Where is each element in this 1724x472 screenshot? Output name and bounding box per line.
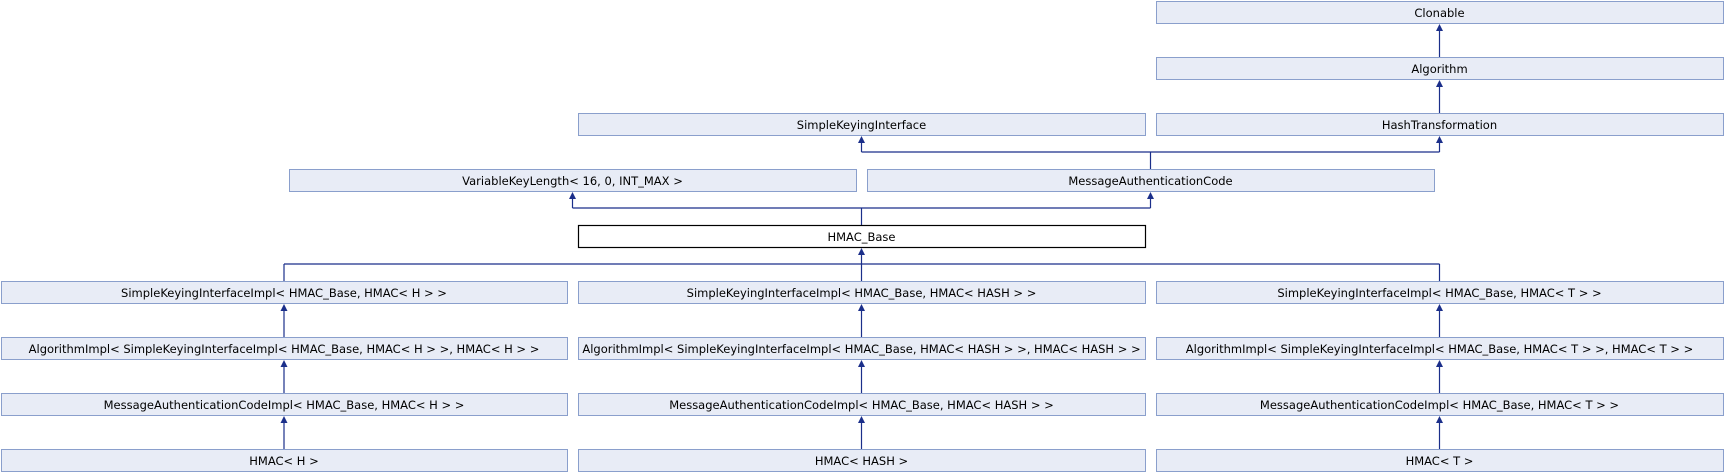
class-box	[1, 281, 568, 304]
class-node-algimpl-h[interactable]: AlgorithmImpl< SimpleKeyingInterfaceImpl…	[1, 337, 568, 360]
edge-arrowhead	[1436, 136, 1443, 143]
class-label: AlgorithmImpl< SimpleKeyingInterfaceImpl…	[582, 342, 1140, 356]
class-label: Clonable	[1414, 6, 1464, 20]
class-box	[1, 393, 568, 416]
class-node-hashtrans[interactable]: HashTransformation	[1156, 113, 1724, 136]
edge-arrowhead	[1147, 192, 1154, 199]
class-box	[578, 393, 1146, 416]
class-node-skiimpl-h[interactable]: SimpleKeyingInterfaceImpl< HMAC_Base, HM…	[1, 281, 568, 304]
class-node-clonable[interactable]: Clonable	[1156, 1, 1724, 24]
class-label: MessageAuthenticationCodeImpl< HMAC_Base…	[669, 398, 1054, 412]
class-node-macimpl-h[interactable]: MessageAuthenticationCodeImpl< HMAC_Base…	[1, 393, 568, 416]
class-node-algimpl-hash[interactable]: AlgorithmImpl< SimpleKeyingInterfaceImpl…	[578, 337, 1146, 360]
class-label: MessageAuthenticationCodeImpl< HMAC_Base…	[1260, 398, 1619, 412]
class-node-hmac-hash[interactable]: HMAC< HASH >	[578, 449, 1146, 472]
class-label: VariableKeyLength< 16, 0, INT_MAX >	[462, 174, 683, 188]
edge-arrowhead	[280, 416, 288, 423]
class-node-skiimpl-t[interactable]: SimpleKeyingInterfaceImpl< HMAC_Base, HM…	[1156, 281, 1724, 304]
edge-arrowhead	[858, 360, 865, 367]
edge-arrowhead	[280, 360, 288, 367]
edge-arrowhead	[858, 416, 865, 423]
edge-arrowhead	[280, 304, 288, 311]
class-label: MessageAuthenticationCode	[1068, 174, 1232, 188]
class-node-mac[interactable]: MessageAuthenticationCode	[867, 169, 1435, 192]
class-node-skiimpl-hash[interactable]: SimpleKeyingInterfaceImpl< HMAC_Base, HM…	[578, 281, 1146, 304]
edge-arrowhead	[1436, 416, 1443, 423]
class-label: Algorithm	[1411, 62, 1467, 76]
class-box	[578, 113, 1146, 136]
class-label: AlgorithmImpl< SimpleKeyingInterfaceImpl…	[1186, 342, 1693, 356]
class-node-hmac-t[interactable]: HMAC< T >	[1156, 449, 1724, 472]
class-label: MessageAuthenticationCodeImpl< HMAC_Base…	[104, 398, 465, 412]
class-node-macimpl-hash[interactable]: MessageAuthenticationCodeImpl< HMAC_Base…	[578, 393, 1146, 416]
class-node-macimpl-t[interactable]: MessageAuthenticationCodeImpl< HMAC_Base…	[1156, 393, 1724, 416]
class-label: HMAC< T >	[1406, 454, 1474, 468]
edge-arrowhead	[569, 192, 576, 199]
edge-arrowhead	[1436, 80, 1443, 87]
class-box	[867, 169, 1435, 192]
class-label: HMAC< HASH >	[815, 454, 908, 468]
class-label: SimpleKeyingInterfaceImpl< HMAC_Base, HM…	[687, 286, 1037, 300]
edge-arrowhead	[1436, 360, 1443, 367]
class-box	[289, 169, 857, 192]
class-node-algimpl-t[interactable]: AlgorithmImpl< SimpleKeyingInterfaceImpl…	[1156, 337, 1724, 360]
class-node-varkey[interactable]: VariableKeyLength< 16, 0, INT_MAX >	[289, 169, 857, 192]
edge-arrowhead	[1436, 304, 1443, 311]
class-box	[577, 224, 1147, 249]
edge-arrowhead	[1436, 24, 1443, 31]
class-node-hmacbase[interactable]: HMAC_Base	[577, 224, 1147, 249]
class-label: SimpleKeyingInterfaceImpl< HMAC_Base, HM…	[1277, 286, 1601, 300]
class-label: HMAC_Base	[827, 230, 895, 244]
class-label: HMAC< H >	[249, 454, 319, 468]
class-label: AlgorithmImpl< SimpleKeyingInterfaceImpl…	[29, 342, 540, 356]
class-node-algorithm[interactable]: Algorithm	[1156, 57, 1724, 80]
class-node-hmac-h[interactable]: HMAC< H >	[1, 449, 568, 472]
edge-arrowhead	[858, 136, 865, 143]
class-label: SimpleKeyingInterfaceImpl< HMAC_Base, HM…	[121, 286, 447, 300]
class-node-ski[interactable]: SimpleKeyingInterface	[578, 113, 1146, 136]
edge-arrowhead	[858, 304, 865, 311]
class-box	[578, 337, 1146, 360]
class-box	[578, 281, 1146, 304]
class-label: SimpleKeyingInterface	[797, 118, 926, 132]
edge-arrowhead	[858, 248, 865, 255]
class-label: HashTransformation	[1382, 118, 1497, 132]
inheritance-edges	[280, 24, 1443, 449]
class-box	[1, 337, 568, 360]
